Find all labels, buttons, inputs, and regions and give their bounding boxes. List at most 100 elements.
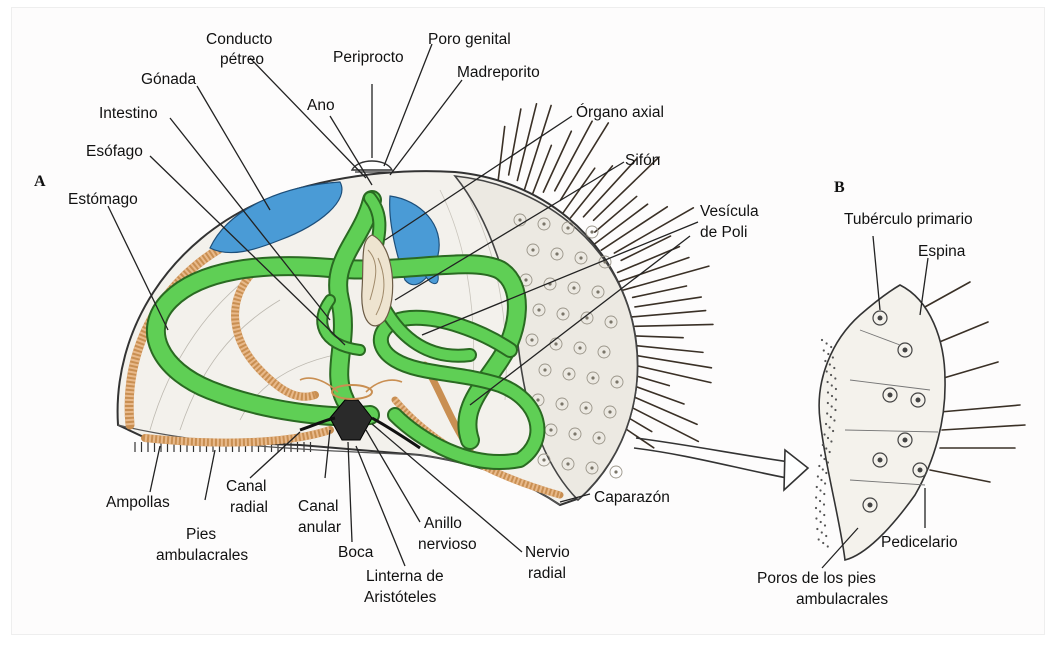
- pore: [827, 437, 829, 439]
- pore: [831, 384, 833, 386]
- pore: [821, 339, 823, 341]
- label-caparazon: Caparazón: [594, 489, 670, 506]
- pore: [832, 430, 834, 432]
- pore: [830, 374, 832, 376]
- pore: [826, 381, 828, 383]
- spine: [622, 324, 713, 326]
- spine: [595, 196, 637, 232]
- leader-madreporito: [390, 80, 462, 175]
- pore: [824, 360, 826, 362]
- label-organo-axial: Órgano axial: [576, 104, 664, 121]
- pore: [828, 426, 830, 428]
- plate-tubercle: [560, 402, 563, 405]
- label-vesicula-line2: de Poli: [700, 224, 747, 241]
- label-anillo-line2: nervioso: [418, 536, 477, 553]
- plate-tubercle: [554, 342, 557, 345]
- pore: [831, 405, 833, 407]
- pore: [835, 398, 837, 400]
- plate-tubercle: [524, 278, 527, 281]
- spine: [635, 297, 701, 307]
- pore: [824, 482, 826, 484]
- pore: [824, 524, 826, 526]
- plate-tubercle: [573, 432, 576, 435]
- pore: [835, 388, 837, 390]
- pore: [830, 440, 832, 442]
- spine: [532, 145, 552, 196]
- pore: [816, 486, 818, 488]
- leader-pies: [205, 450, 215, 500]
- pore: [823, 493, 825, 495]
- plate-tubercle: [531, 248, 534, 251]
- pore: [825, 535, 827, 537]
- spine: [942, 425, 1025, 430]
- label-estomago: Estómago: [68, 191, 138, 208]
- pore: [822, 468, 824, 470]
- label-esofago: Esófago: [86, 143, 143, 160]
- pore: [820, 479, 822, 481]
- pore: [834, 409, 836, 411]
- label-vesicula-line1: Vesícula: [700, 203, 759, 220]
- leader-tuberculo: [873, 236, 880, 310]
- plate-tubercle: [591, 376, 594, 379]
- pore: [815, 496, 817, 498]
- pore: [827, 545, 829, 547]
- pore: [830, 416, 832, 418]
- pore: [823, 433, 825, 435]
- tubercle-boss: [888, 393, 893, 398]
- plate-tubercle: [614, 470, 617, 473]
- pore: [829, 451, 831, 453]
- label-tuberculo-primario: Tubérculo primario: [844, 211, 973, 228]
- pore: [821, 531, 823, 533]
- tubercle-boss: [903, 348, 908, 353]
- pore: [818, 538, 820, 540]
- pore: [829, 363, 831, 365]
- tubercle-boss: [918, 468, 923, 473]
- tubercle-boss: [903, 438, 908, 443]
- pore: [826, 370, 828, 372]
- spine: [498, 126, 505, 181]
- label-sifon: Sifón: [625, 152, 660, 169]
- label-espina: Espina: [918, 243, 966, 260]
- pore: [825, 447, 827, 449]
- plate-tubercle: [566, 462, 569, 465]
- pore: [825, 423, 827, 425]
- plate-tubercle: [585, 316, 588, 319]
- label-linterna-line1: Linterna de: [366, 568, 444, 585]
- spine: [633, 286, 687, 297]
- pore: [819, 510, 821, 512]
- leader-boca: [348, 442, 352, 542]
- pore: [815, 517, 817, 519]
- plate-tubercle: [561, 312, 564, 315]
- pore: [823, 503, 825, 505]
- plate-tubercle: [615, 380, 618, 383]
- pore: [815, 507, 817, 509]
- plate-tubercle: [572, 286, 575, 289]
- pore: [823, 349, 825, 351]
- pore: [825, 472, 827, 474]
- plate-tubercle: [549, 428, 552, 431]
- panel-label-a: A: [34, 173, 46, 190]
- label-conducto-petreo-line2: pétreo: [220, 51, 264, 68]
- plate-tubercle: [543, 368, 546, 371]
- pore: [816, 528, 818, 530]
- label-conducto-petreo-line1: Conducto: [206, 31, 272, 48]
- label-pies-line2: ambulacrales: [156, 547, 248, 564]
- label-ano: Ano: [307, 97, 335, 114]
- pore: [833, 367, 835, 369]
- label-poros-line2: ambulacrales: [796, 591, 888, 608]
- spine: [509, 109, 521, 175]
- label-canal-anular-line2: anular: [298, 519, 341, 536]
- pore: [822, 542, 824, 544]
- pore: [817, 475, 819, 477]
- label-canal-radial-line1: Canal: [226, 478, 267, 495]
- spine: [614, 208, 693, 253]
- leader-gonada: [197, 86, 270, 210]
- label-nervio-line2: radial: [528, 565, 566, 582]
- pore: [819, 489, 821, 491]
- tubercle-boss: [868, 503, 873, 508]
- plate-tubercle: [530, 338, 533, 341]
- label-poro-genital: Poro genital: [428, 31, 511, 48]
- spine: [543, 131, 571, 192]
- pore: [834, 377, 836, 379]
